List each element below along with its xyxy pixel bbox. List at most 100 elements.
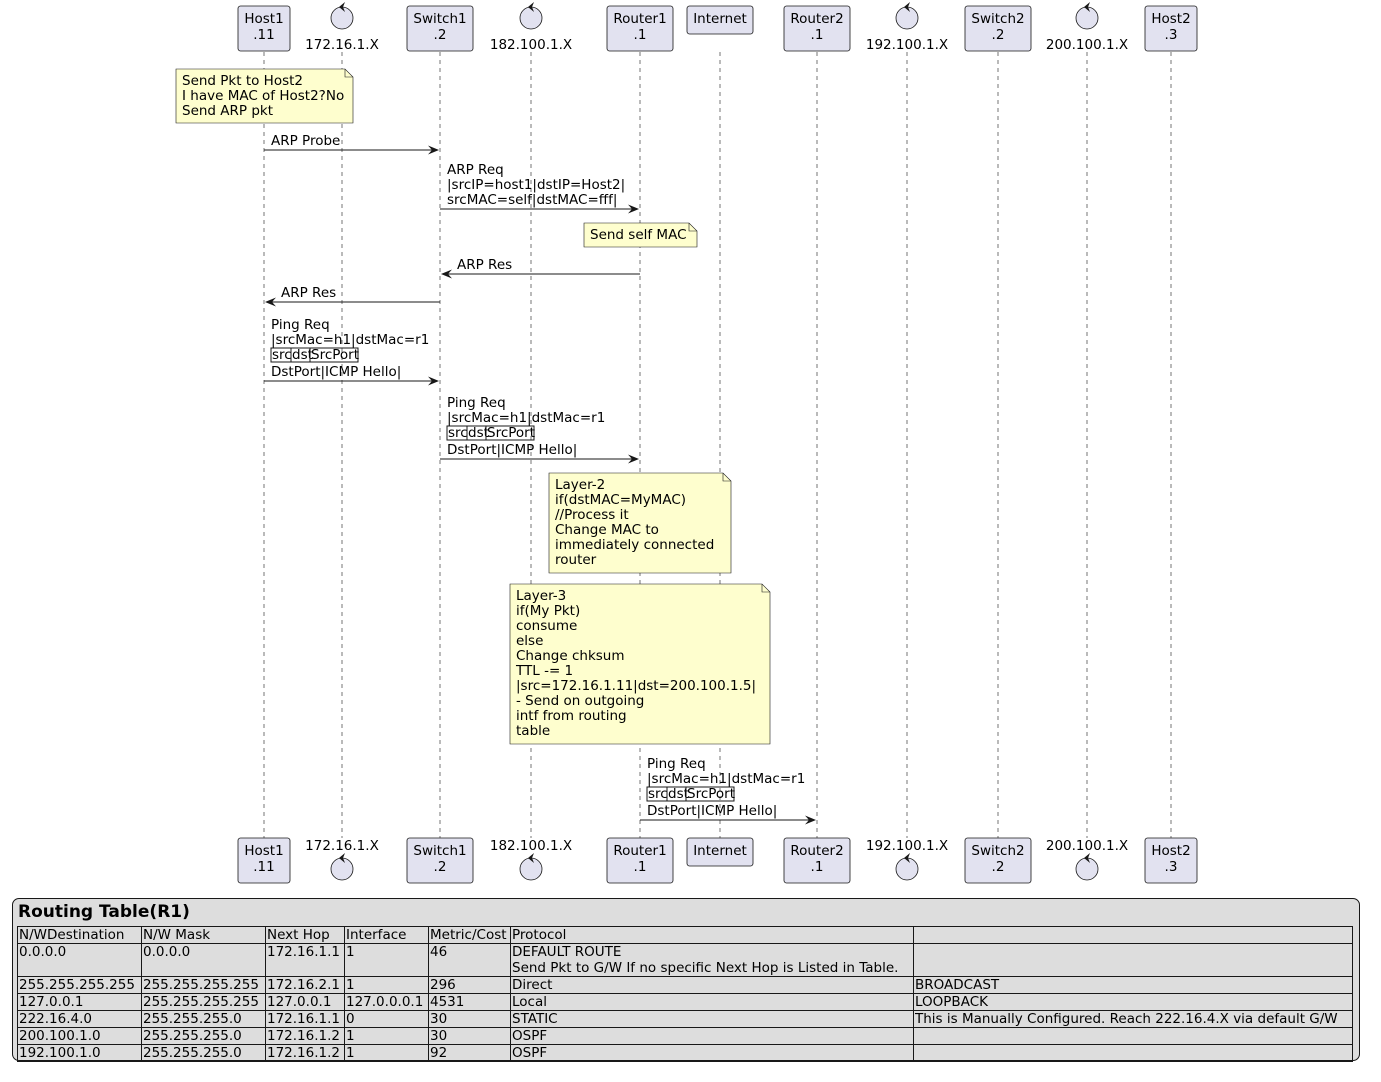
msg-arp-res-2-label: ARP Res — [281, 285, 336, 301]
table-cell: 30 — [428, 1027, 511, 1045]
control-arrow-net200-bottom — [1084, 853, 1090, 863]
table-cell: 1 — [344, 1027, 429, 1045]
control-node-net172-top — [330, 6, 354, 30]
msg-ping-2-after: DstPort|ICMP Hello| — [447, 442, 577, 458]
table-cell: 192.100.1.0 — [17, 1044, 142, 1062]
table-cell: 172.16.1.2 — [265, 1044, 345, 1062]
participant-label-router2-top: .1 — [811, 27, 824, 43]
note-layer3-text: Layer-3 — [516, 588, 566, 604]
participant-box-router2-top — [783, 5, 851, 52]
msg-ping-3-cell-text: SrcPort — [687, 786, 735, 802]
table-cell: 172.16.2.1 — [265, 976, 345, 994]
msg-ping-3-arrowhead — [805, 815, 816, 825]
table-cell: 1 — [344, 1044, 429, 1062]
note-layer3-text: intf from routing — [516, 708, 627, 724]
msg-ping-2-label: |srcMac=h1|dstMac=r1 — [447, 410, 605, 426]
table-cell: 30 — [428, 1010, 511, 1028]
participant-box-switch2-bottom — [964, 837, 1032, 884]
msg-arp-req-label: srcMAC=self|dstMAC=fff| — [447, 192, 617, 208]
note-layer2-text: if(dstMAC=MyMAC) — [555, 492, 686, 508]
note-layer3-text: - Send on outgoing — [516, 693, 644, 709]
note-arp-start-text: Send ARP pkt — [182, 103, 273, 119]
table-cell: 255.255.255.255 — [141, 993, 266, 1011]
control-label-net192-bottom: 192.100.1.X — [866, 838, 948, 854]
note-layer2-text: Layer-2 — [555, 477, 605, 493]
note-layer2-text: immediately connected — [555, 537, 714, 553]
note-layer2-shape — [548, 472, 732, 574]
table-cell: 46 — [428, 943, 511, 977]
msg-arp-res-1-label: ARP Res — [457, 257, 512, 273]
participant-label-switch1-top: .2 — [434, 27, 447, 43]
msg-ping-1-cell-box — [309, 347, 359, 363]
sequence-diagram: Host1.11Host1.11172.16.1.X172.16.1.XSwit… — [175, 2, 1198, 884]
participant-label-host2-bottom: .3 — [1165, 859, 1178, 875]
msg-arp-req-label: ARP Req — [447, 162, 504, 178]
participant-label-host2-top: .3 — [1165, 27, 1178, 43]
participant-label-router2-top: Router2 — [790, 11, 843, 27]
table-cell: 200.100.1.0 — [17, 1027, 142, 1045]
participant-box-switch1-top — [406, 5, 474, 52]
participant-label-router2-bottom: Router2 — [790, 843, 843, 859]
msg-arp-req-arrowhead — [628, 204, 639, 214]
participant-label-router1-bottom: .1 — [634, 859, 647, 875]
participant-box-switch1-bottom — [406, 837, 474, 884]
table-cell: 127.0.0.1 — [17, 993, 142, 1011]
table-cell: 255.255.255.255 — [17, 976, 142, 994]
control-arrow-net182-top — [528, 2, 534, 12]
control-node-net192-bottom — [895, 857, 919, 881]
participant-label-switch2-top: .2 — [992, 27, 1005, 43]
control-label-net192-top: 192.100.1.X — [866, 37, 948, 53]
table-header-cell: N/WDestination — [17, 926, 142, 944]
participant-box-host2-bottom — [1144, 837, 1198, 884]
note-layer3-text: Change chksum — [516, 648, 625, 664]
table-cell: LOOPBACK — [913, 993, 1353, 1011]
table-cell: 255.255.255.255 — [141, 976, 266, 994]
participant-label-host2-top: Host2 — [1151, 11, 1190, 27]
msg-ping-2-cell-box — [485, 425, 535, 441]
msg-ping-3-cell-text: src — [648, 786, 668, 802]
control-label-net172-bottom: 172.16.1.X — [305, 838, 379, 854]
table-cell: 222.16.4.0 — [17, 1010, 142, 1028]
participant-label-switch2-bottom: .2 — [992, 859, 1005, 875]
table-cell: 255.255.255.0 — [141, 1044, 266, 1062]
table-cell: Local — [510, 993, 914, 1011]
note-layer3-text: |src=172.16.1.11|dst=200.100.1.5| — [516, 678, 756, 694]
table-cell: 127.0.0.0.1 — [344, 993, 429, 1011]
note-layer2-text: //Process it — [555, 507, 629, 523]
participant-label-switch2-top: Switch2 — [971, 11, 1024, 27]
control-node-net182-top — [519, 6, 543, 30]
msg-ping-2-cell-text: SrcPort — [487, 425, 535, 441]
note-arp-start-shape — [175, 68, 354, 124]
control-arrow-net192-bottom — [904, 853, 910, 863]
table-cell: OSPF — [510, 1044, 914, 1062]
msg-ping-1-cell-text: dst — [292, 347, 313, 363]
participant-label-switch2-bottom: Switch2 — [971, 843, 1024, 859]
control-arrow-net172-top — [339, 2, 345, 12]
control-label-net200-top: 200.100.1.X — [1046, 37, 1128, 53]
control-arrow-net172-bottom — [339, 853, 345, 863]
msg-ping-2-cell-text: src — [448, 425, 468, 441]
note-layer3-text: table — [516, 723, 550, 739]
note-layer3-text: TTL -= 1 — [515, 663, 573, 679]
table-header-cell: Protocol — [510, 926, 914, 944]
control-label-net200-bottom: 200.100.1.X — [1046, 838, 1128, 854]
table-cell: This is Manually Configured. Reach 222.1… — [913, 1010, 1353, 1028]
participant-box-host1-top — [237, 5, 291, 52]
msg-ping-2-cell-text: dst — [468, 425, 489, 441]
control-label-net182-bottom: 182.100.1.X — [490, 838, 572, 854]
msg-arp-probe-label: ARP Probe — [271, 133, 340, 149]
participant-box-router2-bottom — [783, 837, 851, 884]
table-cell: 172.16.1.1 — [265, 943, 345, 977]
msg-ping-3-after: DstPort|ICMP Hello| — [647, 803, 777, 819]
table-cell: 127.0.0.1 — [265, 993, 345, 1011]
table-cell — [913, 1044, 1353, 1062]
control-node-net182-bottom — [519, 857, 543, 881]
msg-arp-res-1-arrowhead — [441, 269, 452, 279]
table-header-cell — [913, 926, 1353, 944]
participant-box-router1-bottom — [606, 837, 674, 884]
table-cell: 172.16.1.1 — [265, 1010, 345, 1028]
